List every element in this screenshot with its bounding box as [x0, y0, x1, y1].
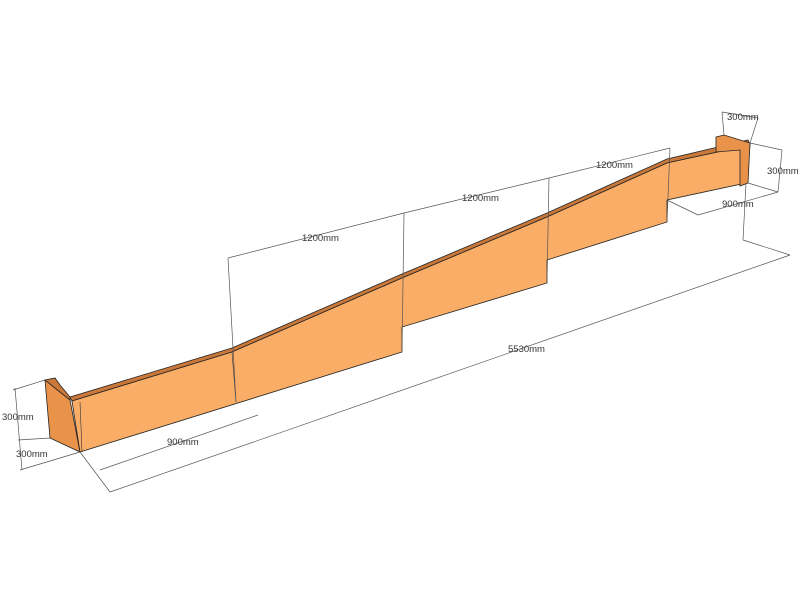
- step-3-length-label: 1200mm: [596, 160, 633, 171]
- right-height-label: 300mm: [767, 166, 799, 177]
- step-2-length-label: 1200mm: [462, 193, 499, 204]
- right-depth-label: 300mm: [727, 112, 759, 123]
- left-depth-label: 300mm: [16, 449, 48, 460]
- left-flat-length-label: 900mm: [167, 437, 199, 448]
- wall-front-face: [71, 144, 751, 453]
- left-return-top: [44, 377, 71, 401]
- dimension-lines: [12, 111, 791, 493]
- step-1-length-label: 1200mm: [302, 233, 339, 244]
- right-flat-length-label: 900mm: [722, 199, 754, 210]
- segment-divider: [79, 401, 83, 453]
- left-height-label: 300mm: [2, 412, 34, 423]
- right-return-side: [715, 134, 751, 187]
- total-length-label: 5530mm: [508, 344, 545, 355]
